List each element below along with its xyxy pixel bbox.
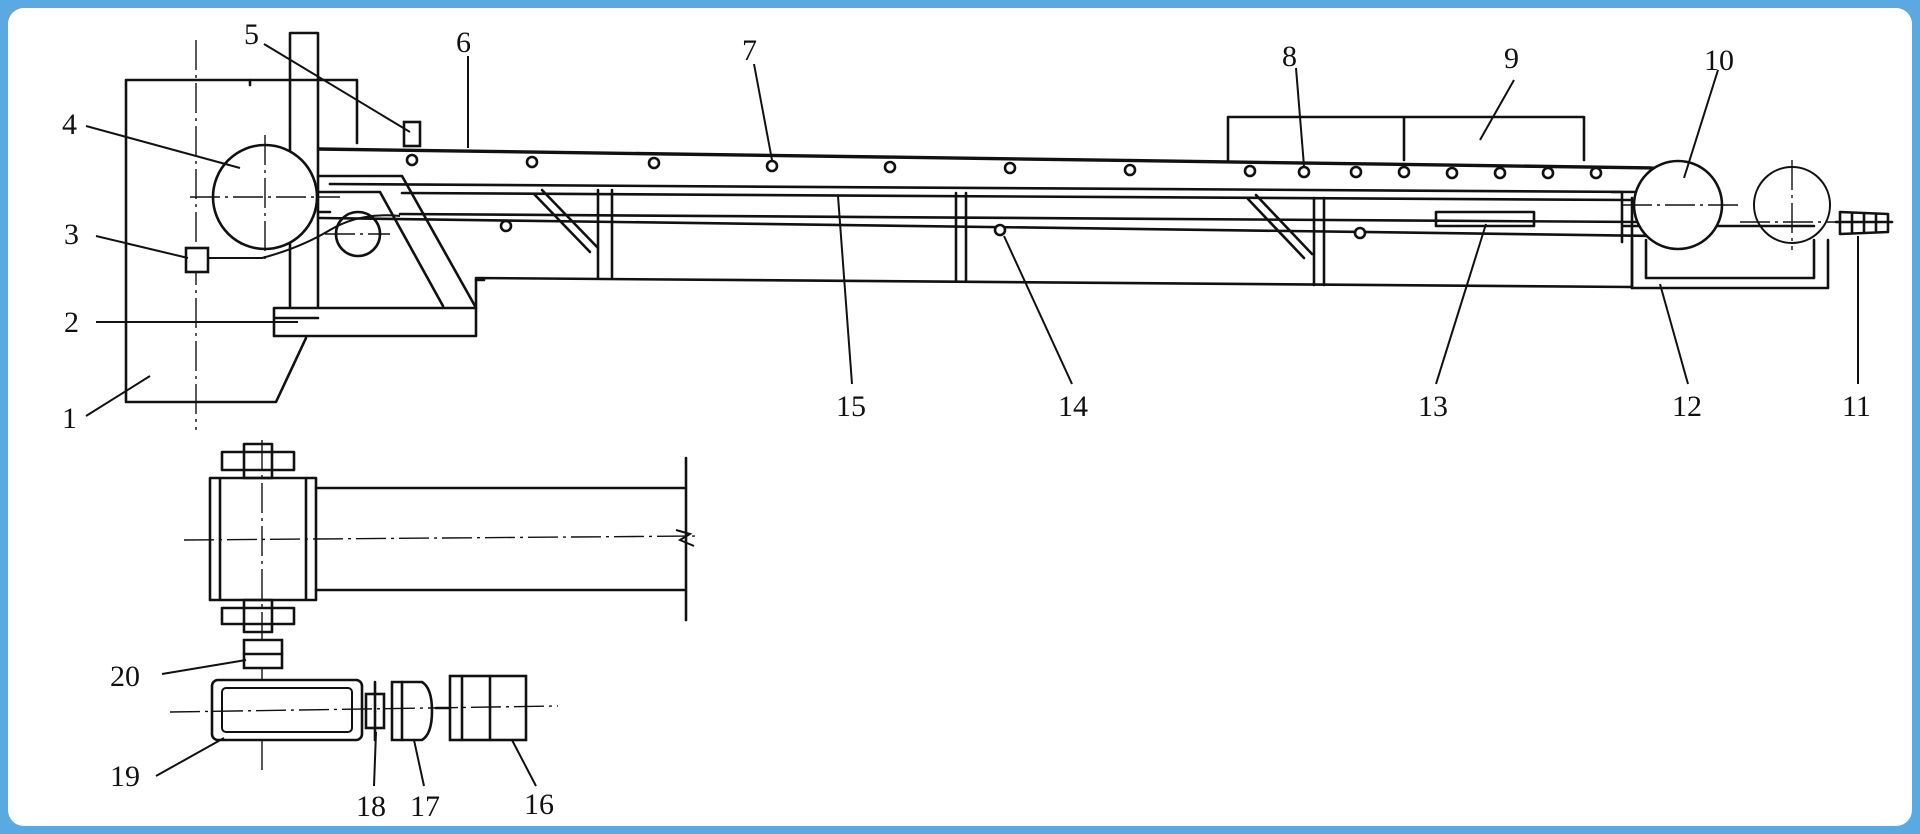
label-17: 17 xyxy=(410,790,440,823)
bearing-top xyxy=(220,442,296,480)
label-10: 10 xyxy=(1704,44,1734,77)
carrying-idlers xyxy=(405,153,1603,180)
middle-frame-rail-mid xyxy=(398,212,1642,224)
leader-lines xyxy=(85,43,1859,787)
label-6: 6 xyxy=(456,26,471,59)
label-18: 18 xyxy=(356,790,386,823)
base-frame xyxy=(272,306,478,338)
label-4: 4 xyxy=(62,108,77,141)
plan-view xyxy=(169,440,701,770)
head-frame-bracket xyxy=(316,174,477,308)
sensor-cable xyxy=(208,214,401,259)
frame-legs xyxy=(596,188,1634,290)
return-belt xyxy=(318,216,1662,238)
drive-centerline xyxy=(169,705,559,713)
label-11: 11 xyxy=(1842,390,1871,423)
label-5: 5 xyxy=(244,18,259,51)
callout-labels: 1 2 3 4 5 6 7 8 9 10 11 12 13 14 15 16 1… xyxy=(62,18,1871,823)
label-14: 14 xyxy=(1058,390,1088,423)
reducer-19-inner xyxy=(221,687,353,733)
label-9: 9 xyxy=(1504,42,1519,75)
plan-centerline-h xyxy=(183,535,701,541)
side-view xyxy=(124,31,1894,430)
label-20: 20 xyxy=(110,660,140,693)
plan-belt xyxy=(314,486,686,592)
conveyor-belt-upper-inner xyxy=(328,182,1642,194)
label-16: 16 xyxy=(524,788,554,821)
diagram-frame: 1 2 3 4 5 6 7 8 9 10 11 12 13 14 15 16 1… xyxy=(8,8,1912,826)
belt-cleaner xyxy=(402,120,422,148)
plan-break-mark xyxy=(675,529,695,547)
lower-frame xyxy=(474,276,1634,289)
reducer-19 xyxy=(210,678,364,742)
label-13: 13 xyxy=(1418,390,1448,423)
label-3: 3 xyxy=(64,218,79,251)
middle-frame-rail-top xyxy=(400,191,1632,202)
return-idler-bracket xyxy=(1434,210,1536,228)
belt-conveyor-diagram: 1 2 3 4 5 6 7 8 9 10 11 12 13 14 15 16 1… xyxy=(62,18,1894,823)
frame-braces xyxy=(532,188,1314,260)
label-8: 8 xyxy=(1282,40,1297,73)
label-12: 12 xyxy=(1672,390,1702,423)
label-1: 1 xyxy=(62,402,77,435)
bearing-bottom xyxy=(220,598,296,634)
label-15: 15 xyxy=(836,390,866,423)
label-7: 7 xyxy=(742,34,757,67)
loading-chute xyxy=(1226,115,1586,162)
label-19: 19 xyxy=(110,760,140,793)
tail-frame xyxy=(1610,190,1830,290)
label-2: 2 xyxy=(64,306,79,339)
conveyor-belt-upper xyxy=(317,147,1657,170)
head-chute xyxy=(124,78,359,404)
speed-sensor xyxy=(184,246,210,274)
return-idlers xyxy=(499,219,1367,240)
brake-17 xyxy=(390,680,434,742)
